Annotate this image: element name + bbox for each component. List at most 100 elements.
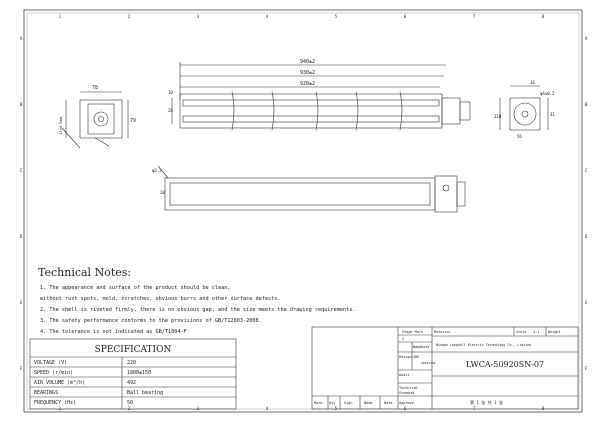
spec-label: BEARINGS	[34, 390, 58, 396]
spec-value: 492	[127, 380, 136, 386]
tb-design-name: ZHE	[413, 355, 419, 359]
tb-s: S	[402, 337, 404, 341]
col-label: 8	[542, 14, 545, 19]
row-label: D	[20, 234, 23, 239]
row-label: C	[20, 168, 23, 173]
dim-920-label: 920±2	[300, 81, 315, 87]
col-label: 4	[266, 14, 269, 19]
tb-scale-val: 1:1	[533, 330, 539, 334]
tb-scale: Scale	[516, 330, 527, 334]
row-label: D	[585, 234, 588, 239]
dim-79-label: 79	[130, 118, 136, 124]
dim-110-label: 110	[494, 114, 502, 119]
title-block	[311, 326, 579, 410]
spec-label: SPEED (r/min)	[34, 370, 73, 376]
side-inner	[87, 103, 115, 135]
bottom-motor	[434, 175, 458, 213]
dim-10-label: 10	[168, 90, 173, 95]
tb-stage-mark: Stage Mark	[402, 330, 424, 334]
row-label: B	[20, 102, 23, 107]
dim-930-label: 930±2	[300, 70, 315, 76]
end-fan	[513, 102, 537, 126]
bottom-view	[157, 165, 466, 213]
row-label: F	[585, 366, 588, 371]
dim-phi-label: φ4±0.2	[540, 91, 555, 96]
tb-name2: Name	[364, 401, 372, 405]
tb-name: Name	[413, 345, 421, 349]
tb-weight: Weight	[548, 330, 561, 334]
motor-end	[459, 101, 471, 121]
dim-56-label: 56	[517, 134, 522, 139]
dim-bottom-20-label: 20	[160, 190, 165, 195]
col-label: 6	[404, 406, 407, 411]
tb-technical: Technical	[399, 386, 418, 390]
tb-audit: Audit	[399, 373, 410, 377]
spec-value: Ball bearing	[127, 390, 163, 396]
col-label: 3	[197, 14, 200, 19]
col-label: 7	[473, 406, 476, 411]
end-shaft	[521, 110, 529, 118]
bottom-motor-end	[456, 181, 466, 207]
notes-line: 4. The tolerance is not indicated as GB/…	[40, 329, 187, 335]
end-view	[499, 85, 549, 131]
break-lines	[231, 91, 403, 131]
spec-title: SPECIFICATION	[95, 345, 172, 355]
end-housing	[509, 97, 541, 131]
tb-drawing-no: LWCA-50920SN-07	[466, 360, 544, 369]
tb-date: Date	[421, 345, 429, 349]
notes-lines: 1. The appearance and surface of the pro…	[40, 285, 355, 335]
col-label: 5	[335, 406, 338, 411]
notes-line: 2. The shell is riveted firmly, there is…	[40, 307, 355, 313]
col-label: 8	[542, 406, 545, 411]
side-view	[61, 91, 129, 149]
top-view	[171, 62, 471, 131]
tb-qty: Qty	[329, 401, 335, 405]
side-hub	[93, 111, 109, 127]
tb-standard: Standard	[399, 391, 414, 395]
tb-sign: Sign	[344, 401, 352, 405]
col-label: 5	[335, 14, 338, 19]
row-label: F	[20, 366, 23, 371]
tb-date2: Date	[384, 401, 392, 405]
row-label: E	[20, 300, 23, 305]
side-shaft	[98, 116, 104, 122]
spec-value: 50	[127, 400, 133, 406]
bottom-inner	[169, 182, 431, 206]
spec-border	[29, 338, 237, 410]
row-label: A	[585, 36, 588, 41]
tb-design-date: 20241104	[421, 361, 436, 365]
dim-36-label: 36	[530, 80, 535, 85]
blower-housing	[179, 93, 443, 129]
col-label: 2	[128, 14, 131, 19]
side-housing	[79, 99, 123, 139]
bottom-leader	[157, 165, 169, 179]
dim-78-label: 78	[92, 85, 98, 91]
row-label: B	[585, 102, 588, 107]
dim-940-label: 940±2	[300, 59, 315, 65]
leader-line-2	[94, 137, 110, 147]
tb-border	[311, 326, 579, 410]
notes-line: without rust spots, mold, scratches, obv…	[40, 296, 280, 302]
dim-31-label: 31	[550, 112, 555, 117]
row-label: E	[585, 300, 588, 305]
col-label: 7	[473, 14, 476, 19]
tb-mark: Mark	[314, 401, 323, 405]
tb-company: Ningbo Longwell Electric Technology Co.,…	[436, 343, 531, 347]
spec-value: 220	[127, 360, 136, 366]
col-label: 1	[59, 14, 62, 19]
dim-bottom-phi-label: φ3.2	[152, 168, 162, 173]
spec-label: VOLTAGE (V)	[34, 360, 67, 366]
notes-line: 3. The safety performance conforms to th…	[40, 318, 262, 324]
spec-label: AIR VOLUME (m³/h)	[34, 380, 85, 386]
tb-sheet: 第 1 张 共 1 张	[470, 399, 503, 405]
spec-value: 1800±150	[127, 370, 151, 376]
col-label: 1	[59, 406, 62, 411]
notes-title: Technical Notes:	[38, 266, 131, 279]
inner-frame	[26, 12, 580, 410]
row-label: C	[585, 168, 588, 173]
tb-design: Design	[399, 355, 412, 359]
motor-body	[441, 97, 461, 125]
